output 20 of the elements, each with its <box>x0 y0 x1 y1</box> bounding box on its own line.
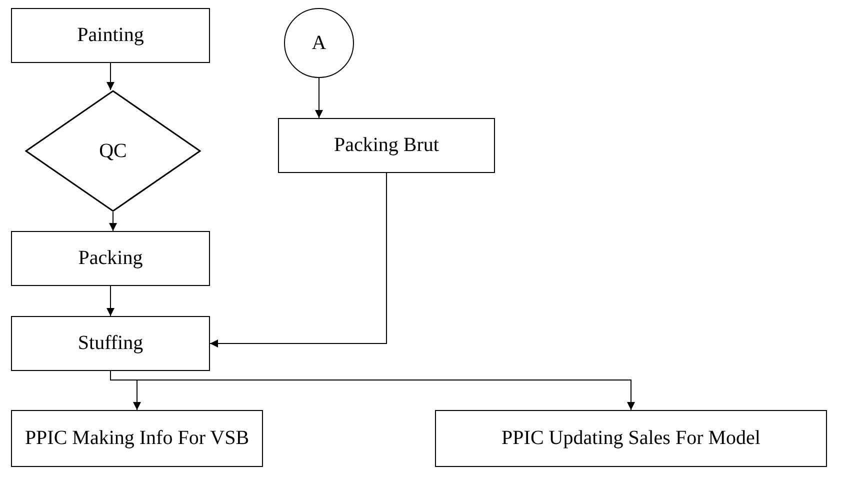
process-box <box>11 8 210 63</box>
process-box <box>435 410 827 467</box>
arrow <box>210 172 387 348</box>
node-label: Packing <box>78 247 143 270</box>
process-box <box>11 231 210 286</box>
process-box <box>11 316 210 371</box>
node-label: A <box>312 32 326 54</box>
arrow <box>109 212 117 232</box>
node-label: Stuffing <box>78 332 144 355</box>
process-box <box>11 410 263 467</box>
node-label: PPIC Making Info For VSB <box>24 427 250 450</box>
node-label: Painting <box>77 24 144 47</box>
arrow <box>106 286 114 316</box>
node-label: Packing Brut <box>334 134 439 157</box>
decision-diamond <box>25 90 201 212</box>
node-label: PPIC Updating Sales For Model <box>502 427 760 450</box>
arrow <box>106 62 114 90</box>
process-box <box>278 118 495 173</box>
node-label: QC <box>99 140 127 162</box>
arrow <box>315 78 323 118</box>
